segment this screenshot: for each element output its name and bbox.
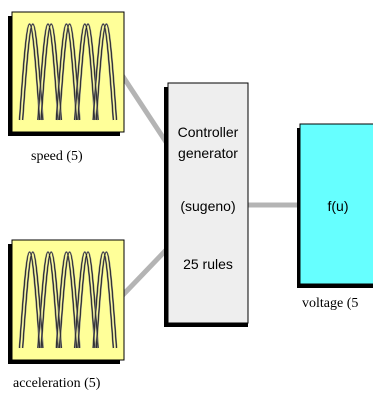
membership-function-outline <box>92 23 117 121</box>
controller-block[interactable] <box>164 82 249 327</box>
membership-functions-acceleration <box>18 251 118 349</box>
membership-function-outline <box>19 251 44 349</box>
connector-acceleration <box>118 246 170 300</box>
membership-function-outline <box>74 23 99 121</box>
membership-function-outline <box>37 23 62 121</box>
acceleration-label: acceleration (5) <box>13 376 101 391</box>
membership-function-outline <box>55 23 81 121</box>
membership-functions-speed <box>18 23 118 121</box>
controller-line-4: 25 rules <box>183 256 233 272</box>
controller-line-3: (sugeno) <box>180 198 236 214</box>
controller-line-2: generator <box>178 145 238 161</box>
speed-label: speed (5) <box>31 149 83 164</box>
membership-function-outline <box>74 251 99 349</box>
input-speed-block[interactable] <box>8 11 125 136</box>
membership-function-outline <box>55 251 81 349</box>
membership-function-outline <box>92 251 117 349</box>
membership-function-outline <box>37 251 62 349</box>
voltage-label: voltage (5 <box>302 296 359 311</box>
connector-speed <box>117 70 171 147</box>
membership-function-outline <box>19 23 44 121</box>
controller-line-1: Controller <box>177 124 239 140</box>
input-acceleration-block[interactable] <box>8 239 125 364</box>
output-voltage-block[interactable] <box>297 123 373 288</box>
output-function-label: f(u) <box>327 198 349 214</box>
